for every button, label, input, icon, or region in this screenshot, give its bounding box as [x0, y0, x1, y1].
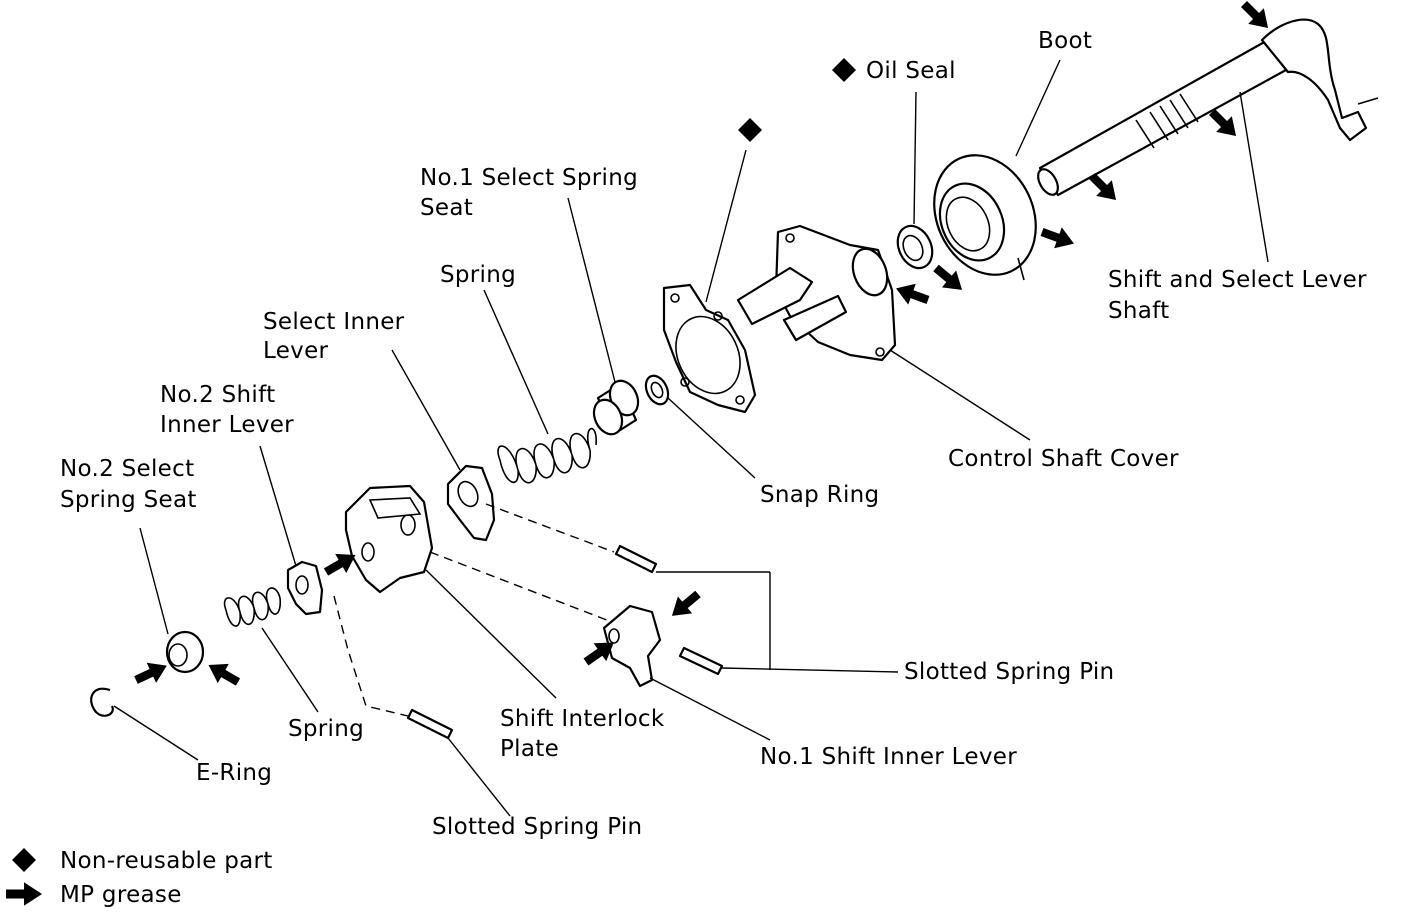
label-slotted-spring-pin-bottom: Slotted Spring Pin: [432, 814, 643, 840]
label-select-inner-lever-line2: Lever: [263, 338, 329, 364]
no2-select-spring-seat: [165, 630, 205, 674]
assembly-dashed-lines: [333, 503, 615, 717]
slotted-spring-pin-bottom: [406, 708, 454, 740]
label-no1-select-spring-seat-line2: Seat: [420, 195, 474, 221]
label-no1-select-spring-seat-line1: No.1 Select Spring: [420, 165, 639, 191]
label-control-shaft-cover: Control Shaft Cover: [948, 446, 1179, 472]
select-inner-lever: [446, 464, 496, 542]
legend-diamond-icon: [12, 848, 36, 872]
label-shift-select-lever-shaft-line2: Shaft: [1108, 298, 1170, 324]
slotted-spring-pin-right: [678, 646, 724, 676]
label-snap-ring: Snap Ring: [760, 482, 880, 508]
control-shaft-cover: [736, 224, 897, 362]
slotted-spring-pin-upper: [614, 544, 658, 574]
no1-select-spring-seat: [592, 379, 640, 436]
leader-lines: [113, 59, 1269, 817]
boot: [933, 154, 1037, 281]
label-shift-select-lever-shaft-line1: Shift and Select Lever: [1108, 267, 1367, 293]
snap-ring: [644, 374, 670, 406]
label-e-ring: E-Ring: [196, 760, 273, 786]
label-no2-shift-inner-lever-line1: No.2 Shift: [160, 382, 276, 408]
label-no1-shift-inner-lever: No.1 Shift Inner Lever: [760, 744, 1017, 770]
oil-seal: [896, 224, 934, 270]
e-ring: [90, 687, 114, 717]
label-oil-seal: Oil Seal: [866, 58, 956, 84]
shift-interlock-plate: [344, 484, 434, 594]
legend-non-reusable: Non-reusable part: [60, 848, 273, 874]
gasket: [662, 283, 757, 414]
label-select-inner-lever-line1: Select Inner: [263, 309, 405, 335]
label-slotted-spring-pin-right: Slotted Spring Pin: [904, 659, 1115, 685]
label-no2-shift-inner-lever-line2: Inner Lever: [160, 412, 294, 438]
label-spring-lower: Spring: [288, 716, 365, 742]
label-shift-interlock-plate-line2: Plate: [500, 736, 560, 762]
label-no2-select-spring-seat-line2: Spring Seat: [60, 487, 197, 513]
label-boot: Boot: [1038, 28, 1093, 54]
legend-mp-grease: MP grease: [60, 882, 182, 908]
label-spring-upper: Spring: [440, 262, 517, 288]
diamond-icon: [738, 58, 856, 142]
shift-select-lever-shaft: [1037, 18, 1379, 197]
spring-lower: [223, 587, 282, 627]
no1-shift-inner-lever: [602, 604, 662, 688]
label-no2-select-spring-seat-line1: No.2 Select: [60, 456, 195, 482]
spring-upper: [497, 427, 597, 484]
legend-grease-arrow-icon: [6, 882, 42, 906]
label-shift-interlock-plate-line1: Shift Interlock: [500, 706, 665, 732]
no2-shift-inner-lever: [286, 560, 324, 616]
